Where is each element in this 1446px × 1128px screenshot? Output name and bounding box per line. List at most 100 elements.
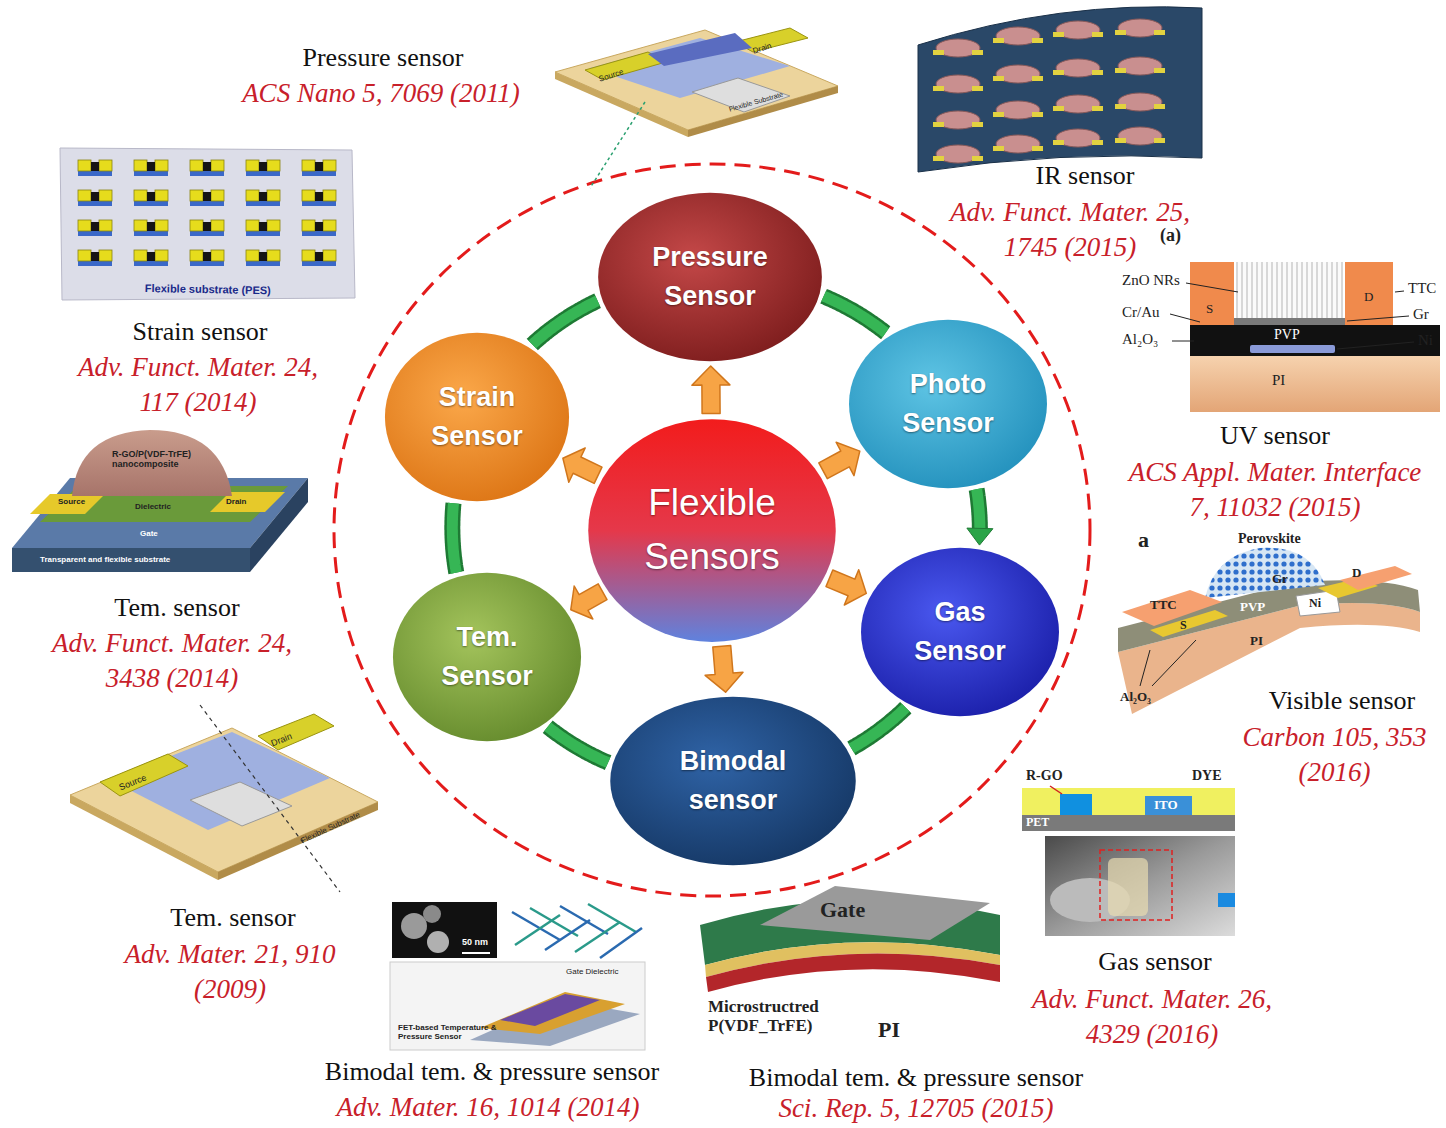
visible-sensor-figure-part xyxy=(1140,650,1150,686)
ring-connector xyxy=(452,503,456,572)
node-text-stack: Photo Sensor xyxy=(848,365,1048,443)
ellipse-fill xyxy=(598,193,822,361)
part-label: S xyxy=(1180,619,1187,632)
uv-sensor-figure-part xyxy=(1186,283,1238,292)
uv-sensor-figure-part xyxy=(1250,345,1335,353)
uv-sensor-figure-part xyxy=(1190,325,1440,356)
uv-sensor-figure-part xyxy=(1172,341,1194,342)
part-label: FET-based Temperature & Pressure Sensor xyxy=(398,1024,518,1042)
temperature-sensor-figure-2-part xyxy=(190,782,292,826)
strain-sensor-figure-part xyxy=(60,148,355,300)
bimodal-sensor-figure-part xyxy=(462,952,490,954)
ellipse-outline xyxy=(384,332,570,502)
strain-sensor-figure-part xyxy=(78,190,112,206)
part-label: 50 nm xyxy=(462,938,488,948)
ir-sensor-figure-part xyxy=(933,111,983,129)
part-label: Gate xyxy=(820,898,865,922)
arrow-body xyxy=(826,570,866,605)
uv-sensor-figure-part xyxy=(1236,262,1343,318)
node-label: Bimodal sensor xyxy=(656,742,810,820)
part-label: R-GO/P(VDF-TrFE) nanocomposite xyxy=(112,450,227,470)
ir-sensor-figure-part xyxy=(918,7,1202,172)
ir-sensor-figure-part xyxy=(993,65,1043,83)
temperature-sensor-figure-part xyxy=(12,548,250,572)
ellipse-fill xyxy=(610,697,856,865)
figure-caption: Pressure sensor xyxy=(302,42,463,73)
part-label: Gr xyxy=(1413,306,1429,323)
uv-sensor-figure-part xyxy=(1170,314,1200,322)
strain-sensor-figure-part xyxy=(134,160,168,176)
sensor-ellipse: Pressure Sensor xyxy=(597,192,823,362)
figure-caption: Tem. sensor xyxy=(170,902,295,933)
ring-connector xyxy=(967,489,993,545)
node-text-stack: Strain Sensor xyxy=(384,378,570,456)
part-label: Gate Dielectric xyxy=(566,968,618,977)
ellipse-outline xyxy=(609,696,857,866)
strain-sensor-figure-part xyxy=(78,220,112,236)
block-arrow xyxy=(571,584,607,619)
temperature-sensor-figure-2 xyxy=(70,705,378,892)
part-label: TTC xyxy=(1408,280,1436,297)
ir-sensor-figure-part xyxy=(1053,95,1103,113)
bimodal-sensor-figure xyxy=(390,902,645,1050)
ir-sensor-figure-part xyxy=(1115,19,1165,37)
ellipse-fill xyxy=(385,333,569,501)
bimodal-sensor-figure-part xyxy=(512,904,642,958)
temperature-sensor-figure-part xyxy=(30,494,105,514)
ir-sensor-figure xyxy=(918,7,1202,172)
visible-sensor-figure-part xyxy=(1152,640,1196,686)
ir-sensor-figure-part xyxy=(1053,59,1103,77)
part-label: Source xyxy=(58,498,85,507)
ring-segment xyxy=(548,727,608,763)
ring-segment xyxy=(532,301,597,345)
part-label: Gate xyxy=(140,530,158,539)
citation: ACS Appl. Mater. Interface 7, 11032 (201… xyxy=(1120,455,1430,525)
bimodal-sensor-figure-part xyxy=(401,913,427,939)
ir-sensor-figure-part xyxy=(1115,57,1165,75)
ir-sensor-figure-part xyxy=(1053,129,1103,147)
bimodal-sensor-figure-2 xyxy=(700,886,1000,992)
bimodal-sensor-figure-2-part xyxy=(760,886,990,940)
part-label: R-GO xyxy=(1026,768,1063,783)
sensor-ellipse: Tem. Sensor xyxy=(392,572,582,742)
node-text-stack: Tem. Sensor xyxy=(392,618,582,696)
figure-caption: Strain sensor xyxy=(132,316,267,347)
bimodal-sensor-figure-part-part xyxy=(515,915,560,945)
uv-sensor-figure-part xyxy=(1347,316,1409,321)
temperature-sensor-figure xyxy=(12,430,308,572)
block-arrow xyxy=(563,448,602,483)
strain-sensor-figure-part xyxy=(302,190,336,206)
strain-sensor-figure-part xyxy=(78,250,112,266)
ring-outline xyxy=(548,727,608,763)
gas-sensor-figure-part xyxy=(1050,786,1062,794)
arrow-body xyxy=(692,366,730,414)
strain-sensor-figure-part xyxy=(190,220,224,236)
part-label: Ni xyxy=(1418,332,1433,349)
gas-sensor-figure-part xyxy=(1108,858,1148,916)
strain-sensor-figure-part xyxy=(246,160,280,176)
bimodal-sensor-figure-part-part xyxy=(512,912,560,940)
sensor-ellipse: Gas Sensor xyxy=(860,547,1060,717)
node-label: Flexible Sensors xyxy=(622,476,802,583)
ir-sensor-figure-part xyxy=(993,27,1043,45)
part-label: ITO xyxy=(1154,798,1178,812)
uv-sensor-figure-part xyxy=(1234,318,1345,325)
part-label: Transparent and flexible substrate xyxy=(40,556,170,565)
part-label: Al₂O₃ xyxy=(1122,331,1158,348)
ellipse-outline xyxy=(860,547,1060,717)
figure-caption: Gas sensor xyxy=(1098,946,1211,977)
part-label: Ni xyxy=(1309,597,1321,610)
uv-sensor-figure-part xyxy=(1345,262,1393,325)
strain-sensor-figure-part xyxy=(134,250,168,266)
ring-segment xyxy=(851,708,905,749)
ellipse-outline xyxy=(597,192,823,362)
node-text-stack: Bimodal sensor xyxy=(609,742,857,820)
bimodal-sensor-figure-part xyxy=(427,931,449,953)
ring-outline xyxy=(532,301,597,345)
figure-caption: Visible sensor xyxy=(1269,685,1415,716)
sensor-ellipse: Bimodal sensor xyxy=(609,696,857,866)
gas-sensor-figure-part xyxy=(1100,850,1172,920)
part-label: PVP xyxy=(1240,600,1265,614)
ring-connector xyxy=(851,708,905,749)
